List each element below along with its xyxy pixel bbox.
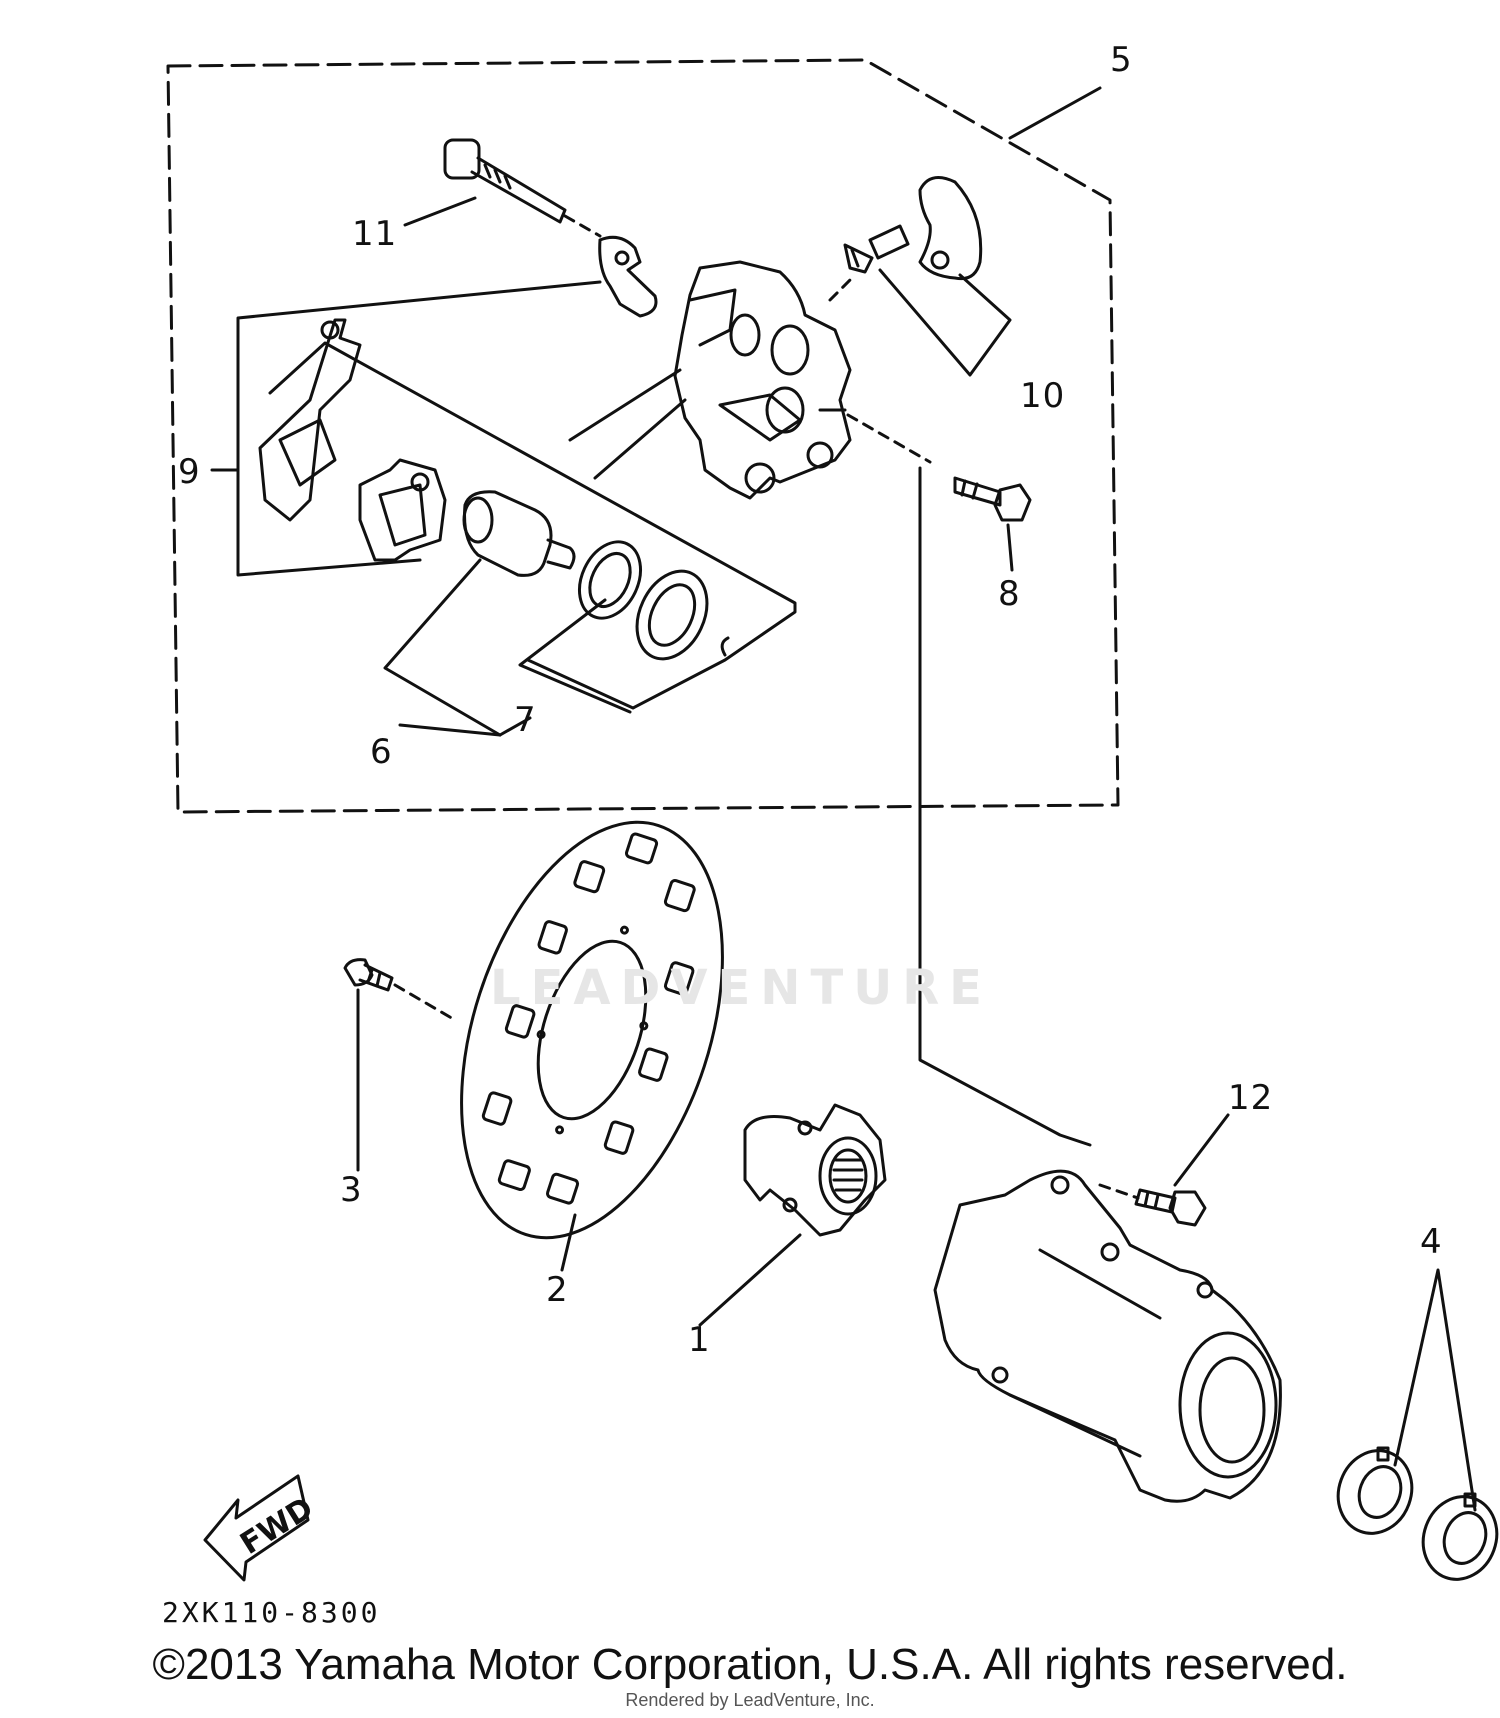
diagram-code: 2XK110-8300 bbox=[162, 1596, 381, 1629]
leader-5 bbox=[1008, 86, 1102, 140]
part-label-2: 2 bbox=[546, 1270, 569, 1310]
part-label-5: 5 bbox=[1110, 40, 1133, 80]
mount-line bbox=[918, 466, 1092, 1147]
leader-4 bbox=[1393, 1268, 1477, 1512]
bolt-12 bbox=[1134, 1188, 1207, 1227]
leader-7 bbox=[518, 598, 632, 714]
leader-8 bbox=[1006, 523, 1014, 572]
leader-11 bbox=[403, 196, 477, 227]
leader-1 bbox=[698, 1233, 802, 1327]
caliper-body bbox=[673, 260, 852, 500]
watermark: LEADVENTURE bbox=[490, 960, 992, 1016]
part-label-6: 6 bbox=[370, 732, 393, 772]
bolt-8 bbox=[953, 476, 1032, 522]
copyright-notice: ©2013 Yamaha Motor Corporation, U.S.A. A… bbox=[152, 1640, 1348, 1689]
leader-12 bbox=[1173, 1113, 1230, 1187]
part-label-12: 12 bbox=[1228, 1078, 1274, 1118]
brake-pad-a bbox=[258, 318, 362, 522]
leader-6 bbox=[383, 558, 502, 737]
brake-disc bbox=[460, 820, 724, 1240]
bleed-screw bbox=[843, 224, 910, 274]
caliper-bolt-11 bbox=[443, 138, 567, 224]
piston bbox=[462, 490, 576, 577]
rendered-by-notice: Rendered by LeadVenture, Inc. bbox=[625, 1690, 875, 1710]
disc-bolt-3 bbox=[343, 958, 394, 992]
part-label-1: 1 bbox=[688, 1320, 711, 1360]
fwd-label: FWD bbox=[234, 1491, 319, 1562]
part-label-7: 7 bbox=[514, 700, 537, 740]
bearing-housing bbox=[933, 1169, 1282, 1503]
leader-9 bbox=[236, 280, 602, 577]
fwd-arrow-icon bbox=[203, 1474, 310, 1582]
part-label-11: 11 bbox=[352, 214, 398, 254]
locknut-a bbox=[1336, 1446, 1414, 1535]
bleed-cap bbox=[918, 176, 983, 281]
seal-b bbox=[635, 569, 709, 661]
brake-pad-b bbox=[358, 458, 447, 562]
disc-hub bbox=[743, 1103, 887, 1237]
leader-10 bbox=[878, 268, 1012, 377]
part-label-8: 8 bbox=[998, 574, 1021, 614]
locknut-b bbox=[1421, 1492, 1499, 1581]
assembly-boundary bbox=[166, 58, 1120, 814]
part-label-4: 4 bbox=[1420, 1222, 1443, 1262]
leader-2 bbox=[560, 1213, 577, 1272]
part-label-9: 9 bbox=[178, 452, 201, 492]
small-ring bbox=[720, 636, 730, 657]
pad-clip bbox=[598, 235, 658, 318]
part-label-10: 10 bbox=[1020, 376, 1066, 416]
part-label-3: 3 bbox=[340, 1170, 363, 1210]
